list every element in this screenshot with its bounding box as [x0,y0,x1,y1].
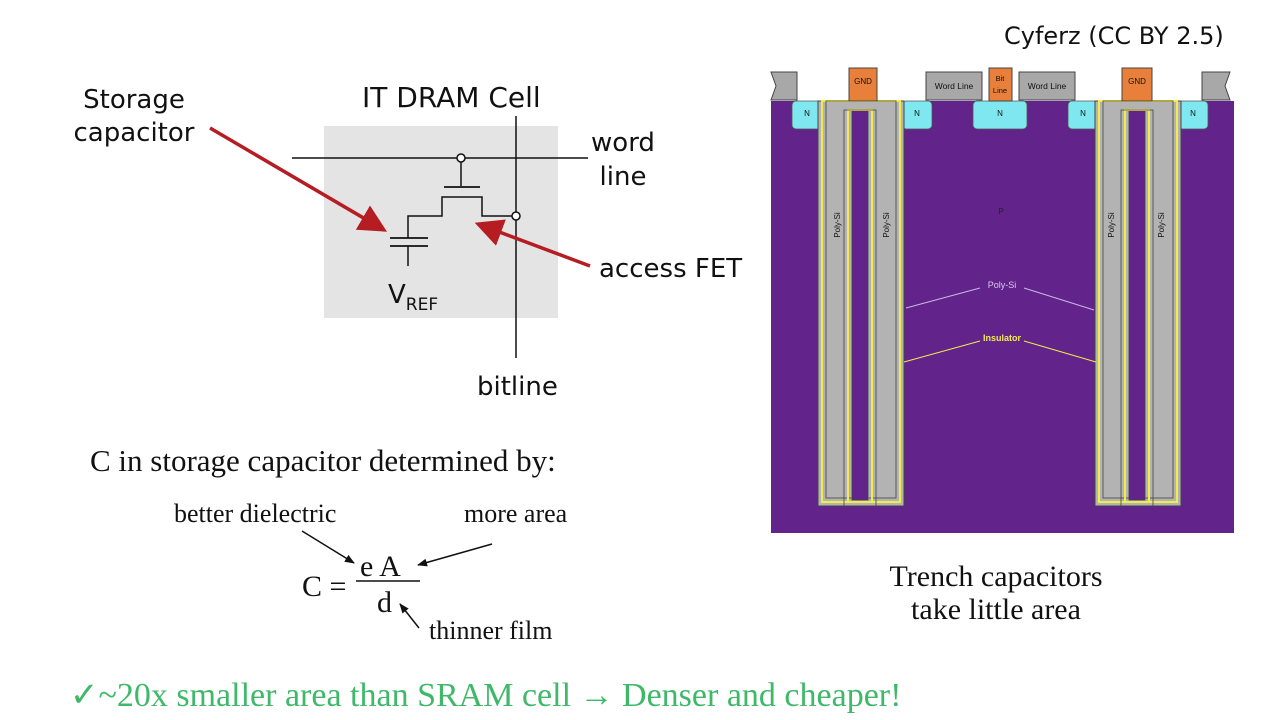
poly-si-callout-left [905,287,981,309]
insulator-callout: Insulator [983,333,1022,343]
p-label: P [998,207,1003,216]
svg-text:N: N [1080,109,1086,118]
svg-text:Bit: Bit [996,74,1006,83]
attribution: Cyferz (CC BY 2.5) [1004,22,1224,50]
trench-caption: Trench capacitors take little area [836,560,1156,626]
storage-capacitor-arrow [209,126,388,232]
left-trench: Poly-Si Poly-Si [817,100,905,507]
word-label-line1: word [591,128,655,158]
svg-text:Word Line: Word Line [1028,81,1067,91]
gnd-right-contact [1121,67,1153,102]
fet-channel [407,196,512,238]
svg-text:Word Line: Word Line [935,81,974,91]
svg-text:N: N [804,109,810,118]
word-line-left-contact [925,71,983,101]
right-edge-contact [1201,71,1231,101]
bit-line-contact [988,67,1013,102]
word-label-line2: line [599,162,647,192]
formula-denominator: d [377,586,392,619]
svg-text:Poly-Si: Poly-Si [882,212,891,238]
svg-text:Poly-Si: Poly-Si [1107,212,1116,238]
left-trench-divider [851,109,869,501]
formula-numerator: e A [360,550,401,583]
svg-text:Poly-Si: Poly-Si [833,212,842,238]
storage-capacitor-label: Storage capacitor [72,84,196,150]
trench-caption-line1: Trench capacitors [889,560,1103,593]
better-dielectric-label: better dielectric [174,499,337,528]
dram-cell-schematic [209,116,591,358]
left-edge-contact [770,71,798,101]
word-line-label: word line [588,126,658,194]
formula-lhs: C = [302,570,347,603]
poly-si-callout-right [1023,287,1095,311]
svg-text:N: N [997,109,1003,118]
summary-line: ✓~20x smaller area than SRAM cell → Dens… [70,677,902,714]
word-line-right-contact [1018,71,1076,101]
vref-sub: REF [405,295,439,315]
storage-label-line2: capacitor [73,118,195,148]
insulator-callout-left [903,340,981,363]
svg-text:N: N [1190,109,1196,118]
cell-title: IT DRAM Cell [362,81,541,114]
poly-si-callout: Poly-Si [988,280,1017,290]
bitline-label: bitline [477,372,558,402]
right-trench: Poly-Si Poly-Si [1094,100,1182,507]
thinner-film-label: thinner film [429,616,553,645]
svg-text:GND: GND [854,77,872,86]
insulator-callout-right [1023,340,1097,363]
formula-heading: C in storage capacitor determined by: [90,443,556,478]
access-fet-arrow [474,219,591,268]
storage-label-line1: Storage [83,85,185,115]
svg-text:GND: GND [1128,77,1146,86]
vref-main: V [388,280,406,310]
vref-label: VREF [388,280,438,315]
n-regions: N N N N N [791,100,1209,130]
more-area-label: more area [464,499,568,528]
access-fet-label: access FET [599,254,743,284]
svg-text:N: N [914,109,920,118]
svg-text:Line: Line [993,86,1007,95]
gnd-left-contact [848,67,878,102]
svg-text:Poly-Si: Poly-Si [1157,212,1166,238]
right-trench-divider [1128,109,1146,501]
trench-caption-line2: take little area [911,593,1081,626]
